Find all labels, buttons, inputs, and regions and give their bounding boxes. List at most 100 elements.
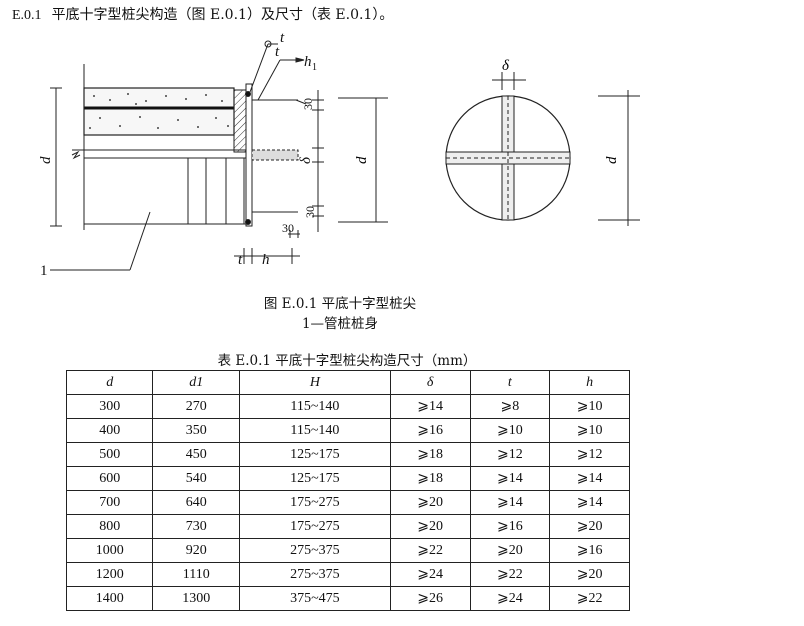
middle-dimension	[338, 97, 388, 223]
header-d: d	[65, 370, 154, 395]
table-cell: 540	[152, 466, 240, 491]
table-cell: ⩾18	[389, 442, 471, 467]
table-caption: 表 E.0.1 平底十字型桩尖构造尺寸（mm）	[217, 353, 477, 369]
section-code: E.0.1	[12, 8, 42, 23]
label-delta-mid: δ	[298, 156, 314, 164]
figure-legend: 1—管桩桩身	[301, 316, 379, 332]
table-cell: ⩾20	[549, 514, 630, 539]
table-cell: 700	[65, 490, 154, 515]
table-cell: 400	[65, 418, 154, 443]
label-t-top1: t	[280, 30, 285, 46]
table-cell: ⩾18	[389, 466, 471, 491]
table-cell: 450	[152, 442, 240, 467]
label-d-right: d	[604, 156, 620, 164]
label-h-top: h	[304, 54, 312, 70]
table-cell: ⩾14	[469, 466, 551, 491]
table-cell: ⩾10	[549, 394, 630, 419]
bottom-plate	[245, 83, 253, 227]
pile-wall-concrete	[83, 87, 235, 136]
label-d-left: d	[38, 156, 54, 164]
cross-rib	[251, 149, 299, 161]
table-cell: 1400	[65, 586, 154, 611]
table-cell: ⩾16	[549, 538, 630, 563]
table-cell: ⩾26	[389, 586, 471, 611]
section-view	[50, 40, 324, 271]
table-header-row: d d1 H δ t h	[65, 370, 630, 395]
header-t: t	[469, 370, 551, 395]
right-dimension	[598, 90, 640, 226]
table-cell: ⩾20	[469, 538, 551, 563]
table-cell: 1300	[152, 586, 240, 611]
label-t-top2: t	[275, 44, 280, 60]
table-cell: 1000	[65, 538, 154, 563]
table-cell: ⩾14	[469, 490, 551, 515]
table-cell: 270	[152, 394, 240, 419]
table-cell: ⩾16	[469, 514, 551, 539]
table-cell: ⩾12	[549, 442, 630, 467]
table-cell: ⩾24	[469, 586, 551, 611]
label-1: 1	[40, 263, 48, 279]
table-cell: ⩾14	[549, 466, 630, 491]
label-t-bottom: t	[238, 252, 243, 268]
table-cell: 300	[65, 394, 154, 419]
header-H: H	[238, 370, 391, 395]
table-cell: 920	[152, 538, 240, 563]
table-cell: ⩾20	[389, 514, 471, 539]
table-cell: 115~140	[238, 394, 391, 419]
table-cell: ⩾8	[469, 394, 551, 419]
table-cell: 600	[65, 466, 154, 491]
table-cell: ⩾10	[549, 418, 630, 443]
header-delta: δ	[389, 370, 471, 395]
table-cell: 115~140	[238, 418, 391, 443]
label-30-bottom: 30	[303, 206, 317, 218]
table-cell: 800	[65, 514, 154, 539]
figure-caption: 图 E.0.1 平底十字型桩尖	[263, 296, 417, 312]
table-cell: 125~175	[238, 466, 391, 491]
end-plate	[233, 89, 247, 153]
label-h-sub: 1	[312, 62, 317, 73]
table-cell: ⩾16	[389, 418, 471, 443]
table-cell: ⩾20	[389, 490, 471, 515]
table-cell: 175~275	[238, 514, 391, 539]
label-30-low: 30	[282, 221, 294, 235]
table-cell: 275~375	[238, 538, 391, 563]
table-cell: ⩾20	[549, 562, 630, 587]
table-cell: ⩾10	[469, 418, 551, 443]
section-heading: E.0.1 平底十字型桩尖构造（图 E.0.1）及尺寸（表 E.0.1）。	[12, 4, 393, 24]
label-30-top: 30	[301, 98, 315, 110]
table-cell: 730	[152, 514, 240, 539]
table-cell: 275~375	[238, 562, 391, 587]
table-cell: 175~275	[238, 490, 391, 515]
table-cell: 1110	[152, 562, 240, 587]
table-cell: ⩾12	[469, 442, 551, 467]
table-cell: 375~475	[238, 586, 391, 611]
header-h: h	[549, 370, 630, 395]
pile-tip-figure: t t h 1 d 30 δ 30 30 1 t h d δ d	[38, 30, 640, 279]
table-cell: ⩾14	[549, 490, 630, 515]
table-cell: ⩾24	[389, 562, 471, 587]
table-cell: 1200	[65, 562, 154, 587]
section-text: 平底十字型桩尖构造（图 E.0.1）及尺寸（表 E.0.1）。	[51, 7, 394, 23]
table-cell: ⩾22	[389, 538, 471, 563]
table-cell: ⩾14	[389, 394, 471, 419]
plan-view	[445, 72, 571, 221]
table-cell: 640	[152, 490, 240, 515]
table-cell: 125~175	[238, 442, 391, 467]
table-cell: ⩾22	[549, 586, 630, 611]
table-cell: 500	[65, 442, 154, 467]
label-h-bottom: h	[262, 252, 270, 268]
header-d1: d1	[152, 370, 240, 395]
table-cell: ⩾22	[469, 562, 551, 587]
table-cell: 350	[152, 418, 240, 443]
label-d-mid: d	[354, 156, 370, 164]
